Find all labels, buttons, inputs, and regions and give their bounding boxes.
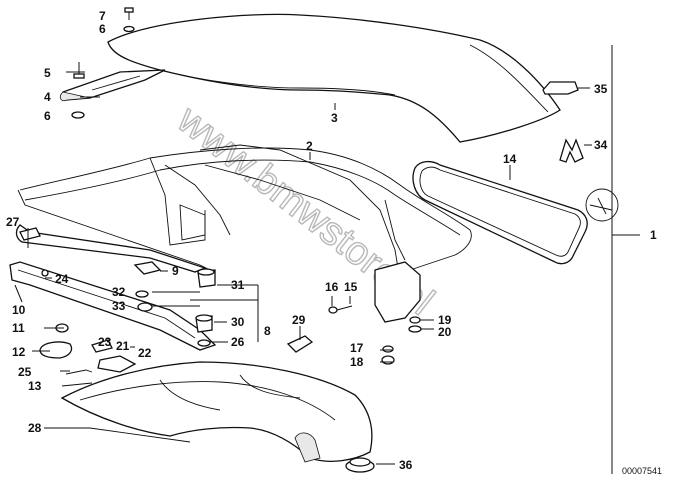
detail-clip [589, 197, 613, 215]
label-15: 15 [344, 280, 358, 294]
label-16: 16 [325, 280, 339, 294]
label-32: 32 [112, 285, 126, 299]
washer-6-upper [123, 25, 135, 33]
label-10: 10 [12, 303, 26, 317]
detail-circle [585, 188, 619, 222]
label-31: 31 [231, 278, 245, 292]
label-4: 4 [44, 90, 51, 104]
hinge-bracket [59, 69, 166, 102]
label-6-lower: 6 [44, 109, 51, 123]
nut-18 [381, 355, 395, 365]
label-24: 24 [55, 272, 69, 286]
handle-12 [39, 341, 73, 359]
label-35: 35 [594, 82, 608, 96]
hardtop-roof-panel [107, 13, 561, 143]
label-11: 11 [12, 321, 25, 335]
cover-21 [97, 355, 137, 373]
label-33: 33 [112, 299, 126, 313]
headliner [60, 361, 373, 463]
label-5: 5 [44, 66, 51, 80]
label-1: 1 [650, 228, 657, 242]
washer-17 [382, 345, 394, 353]
label-13: 13 [28, 379, 42, 393]
label-27: 27 [6, 215, 20, 229]
grommet-36 [345, 457, 375, 473]
label-21: 21 [116, 339, 130, 353]
label-29: 29 [292, 313, 306, 327]
label-26: 26 [231, 335, 245, 349]
label-34: 34 [594, 138, 608, 152]
label-6-upper: 6 [99, 22, 106, 36]
seal-strip [9, 224, 217, 351]
clip-23 [91, 339, 113, 353]
label-25: 25 [18, 365, 32, 379]
bolt-5 [73, 62, 85, 79]
label-23: 23 [98, 335, 112, 349]
label-22: 22 [138, 346, 152, 360]
label-28: 28 [28, 421, 42, 435]
label-19: 19 [438, 313, 452, 327]
label-17: 17 [350, 341, 364, 355]
label-8: 8 [264, 324, 271, 338]
bolt-15-16 [328, 305, 353, 314]
buffer-31 [197, 268, 216, 288]
label-18: 18 [350, 355, 364, 369]
clip-35 [542, 81, 579, 95]
nut-33 [137, 302, 153, 312]
label-7: 7 [99, 9, 106, 23]
strip-28 [89, 427, 191, 443]
label-14: 14 [503, 152, 517, 166]
leader-lines [14, 45, 640, 474]
bracket-9 [133, 261, 162, 275]
label-3: 3 [331, 111, 338, 125]
washer-32 [135, 290, 149, 298]
bracket-27 [19, 227, 41, 241]
screw-7 [124, 7, 134, 20]
buffer-30 [195, 314, 213, 333]
drawing-code: 00007541 [622, 466, 662, 476]
clip-34 [559, 138, 584, 163]
label-9: 9 [172, 264, 179, 278]
grommet-29 [286, 335, 314, 353]
pin-25 [65, 369, 93, 375]
hardtop-frame [17, 144, 472, 323]
nut-26 [197, 339, 211, 347]
label-30: 30 [231, 315, 245, 329]
label-20: 20 [438, 325, 452, 339]
rear-window [412, 160, 588, 265]
label-2: 2 [306, 139, 313, 153]
washer-6-lower [71, 111, 85, 119]
washer-20 [408, 325, 422, 333]
label-36: 36 [399, 458, 413, 472]
label-12: 12 [12, 345, 26, 359]
nut-19 [409, 316, 421, 324]
part-labels: 1 2 3 4 5 6 6 7 8 9 10 11 12 13 14 15 16… [6, 9, 657, 472]
screw-24 [41, 269, 49, 277]
